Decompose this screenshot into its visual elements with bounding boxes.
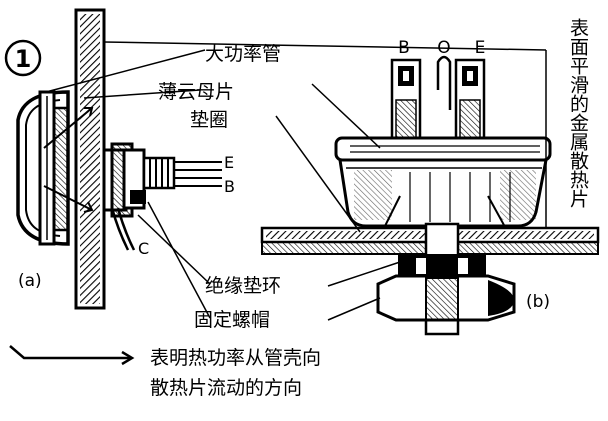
terminal-b-label-b: B	[398, 38, 410, 58]
label-fixing-nut: 固定螺帽	[194, 309, 270, 331]
flow-arrows-a	[43, 107, 94, 213]
terminal-e-label-a: E	[224, 153, 234, 172]
panel-a-label: (a)	[18, 271, 42, 291]
figure-number-digit: 1	[15, 45, 32, 73]
panel-b-label: (b)	[526, 292, 550, 312]
leader-lines-b	[275, 50, 547, 321]
label-mica-line2: 垫圈	[190, 109, 228, 131]
label-heatsink-vertical: 表面平滑的金属散热片	[567, 18, 589, 208]
transistor-body-b	[334, 136, 552, 228]
terminal-c-label-a: C	[138, 239, 149, 258]
heatsink-plate-a	[74, 8, 106, 310]
legend-arrow-icon	[9, 345, 135, 366]
terminal-tabs-b	[390, 55, 486, 141]
panel-a: 1	[4, 8, 235, 310]
screw-assembly-b	[376, 222, 516, 336]
terminal-e-label-b: E	[475, 38, 486, 58]
terminal-b-label-a: B	[224, 177, 235, 196]
figure-number-circle	[4, 39, 42, 77]
transistor-can-a	[16, 90, 70, 246]
leader-lines-a	[45, 41, 547, 319]
screw-assembly-a	[102, 142, 222, 251]
label-power-tube: 大功率管	[205, 43, 281, 65]
legend-line2: 散热片流动的方向	[150, 377, 302, 399]
panel-b: B O E	[260, 38, 600, 336]
label-insulating-ring: 绝缘垫环	[205, 275, 281, 297]
label-mica-line1: 薄云母片	[158, 81, 234, 103]
legend-line1: 表明热功率从管壳向	[150, 347, 321, 369]
terminal-o-label-b: O	[437, 38, 450, 58]
